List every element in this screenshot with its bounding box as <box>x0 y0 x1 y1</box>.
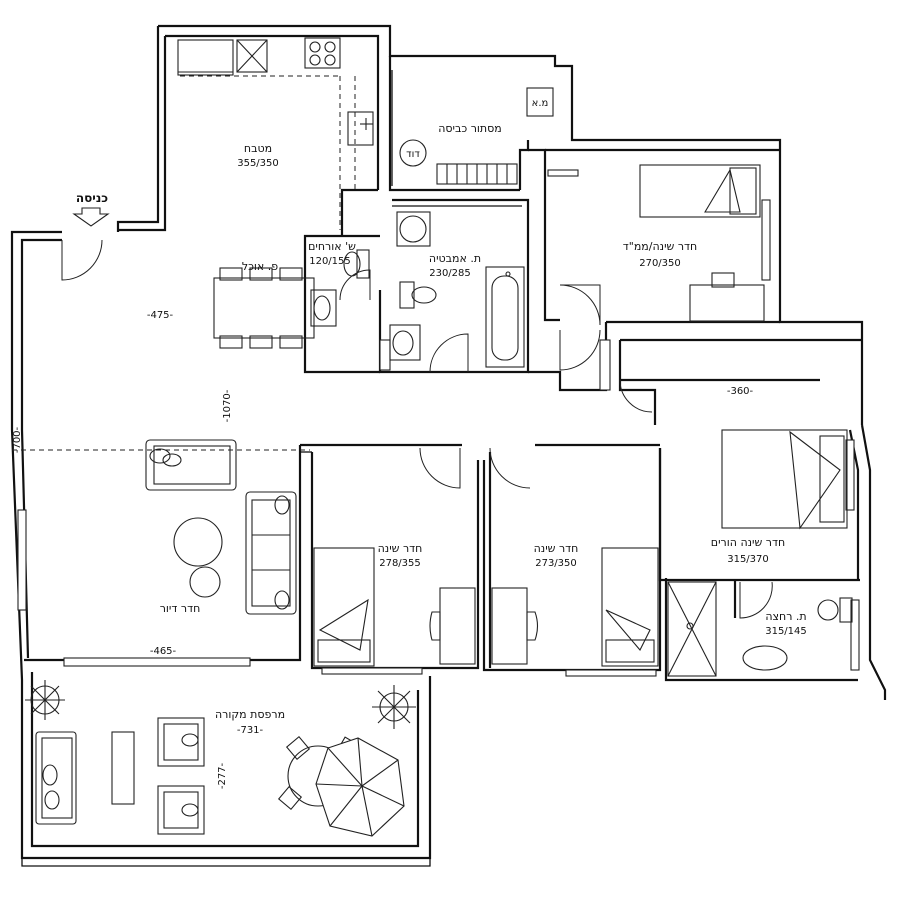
balcony-dims: -731- <box>237 725 264 736</box>
sofa-icon <box>245 491 297 615</box>
bed-icon <box>639 164 761 218</box>
dining-name: פ. אוכל <box>242 260 278 273</box>
master-furniture <box>721 429 848 530</box>
kitchen-fixtures <box>177 37 374 230</box>
plant-icon <box>25 680 65 720</box>
ac-label: מ.א <box>532 98 549 109</box>
bath-fixtures <box>310 211 525 368</box>
laundry-name: מסתור כביסה <box>438 122 502 135</box>
windows <box>17 169 860 677</box>
kitchen-name: מטבח <box>244 142 272 155</box>
guest-wc-dims: 120/155 <box>309 256 351 267</box>
balcony-name: מרפסת מקורה <box>215 708 285 721</box>
boiler-label: דוד <box>406 149 420 160</box>
bed-icon <box>313 547 375 667</box>
mamad-furniture <box>639 164 765 322</box>
bed2-name: חדר שינה <box>534 542 579 555</box>
dim-360: -360- <box>727 386 754 397</box>
dim-465: -465- <box>150 646 177 657</box>
kitchen-dims: 355/350 <box>237 158 279 169</box>
toilet-icon <box>817 597 853 623</box>
shower-fixtures <box>667 581 853 677</box>
umbrella-icon <box>315 737 405 837</box>
sink-icon <box>347 111 374 146</box>
living-name: חדר דיור <box>160 602 201 615</box>
bath-dims: 230/285 <box>429 268 471 279</box>
dim-277: -277- <box>217 762 228 789</box>
sink-icon <box>389 324 421 361</box>
dim-700: -700- <box>12 426 23 453</box>
bed-icon <box>721 429 848 530</box>
laundry-fixtures <box>399 87 554 185</box>
labels: מטבח 355/350 מסתור כביסה דוד מ.א ש' אורח… <box>12 98 807 789</box>
toilet-icon <box>343 249 370 279</box>
plant-icon <box>372 685 416 729</box>
mamad-name: חדר שינה/ממ"ד <box>623 240 697 253</box>
balcony-furniture <box>25 680 416 837</box>
bed1-name: חדר שינה <box>378 542 423 555</box>
bathtub-icon <box>485 266 525 368</box>
entry-arrow-icon <box>72 207 110 227</box>
entry-label: כניסה <box>76 191 108 205</box>
guest-wc-name: ש' אורחים <box>308 240 356 253</box>
outer-walls <box>10 24 887 867</box>
master-name: חדר שינה הורים <box>711 536 785 549</box>
bedroom1-furniture <box>313 547 476 667</box>
bath-name: ת. אמבטיה <box>429 252 481 265</box>
bed1-dims: 278/355 <box>379 558 421 569</box>
shower-name: ת. רחצה <box>765 610 806 623</box>
mamad-dims: 270/350 <box>639 258 681 269</box>
dim-475: -475- <box>147 310 174 321</box>
sink-icon <box>742 645 788 671</box>
sofa-icon <box>35 731 77 825</box>
sink-icon <box>310 289 337 327</box>
shower-dims: 315/145 <box>765 626 807 637</box>
dim-1070: -1070- <box>222 389 233 422</box>
sofa-icon <box>145 439 237 491</box>
bed-icon <box>601 547 659 667</box>
toilet-icon <box>399 281 437 309</box>
dining-table <box>213 267 315 349</box>
stove-icon <box>304 37 341 69</box>
bed2-dims: 273/350 <box>535 558 577 569</box>
living-furniture <box>145 439 297 615</box>
interior-walls <box>24 56 862 682</box>
doors <box>61 239 773 619</box>
shower-icon <box>667 581 717 677</box>
master-dims: 315/370 <box>727 554 769 565</box>
bedroom2-furniture <box>491 547 659 667</box>
